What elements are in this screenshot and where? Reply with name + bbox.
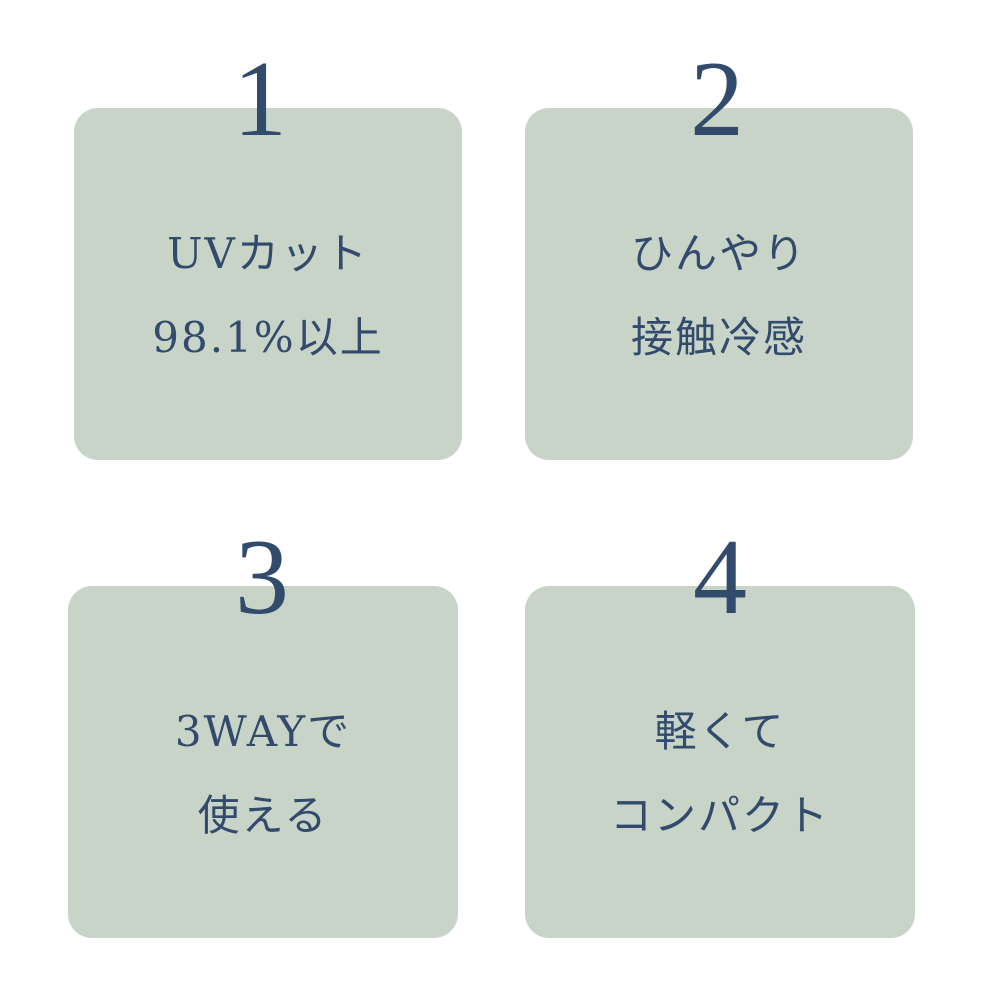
feature-3-number: 3: [235, 518, 289, 637]
feature-2-line-1: ひんやり: [630, 229, 807, 278]
feature-4-number: 4: [693, 518, 747, 637]
feature-card-2: ひんやり 接触冷感: [525, 108, 913, 460]
feature-3-line-1: 3WAYで: [174, 707, 352, 756]
feature-card-1: UVカット 98.1%以上: [74, 108, 462, 460]
feature-card-3: 3WAYで 使える: [68, 586, 458, 938]
feature-2-line-2: 接触冷感: [630, 313, 807, 362]
feature-1-line-1: UVカット: [167, 229, 369, 278]
feature-card-4: 軽くて コンパクト: [525, 586, 915, 938]
feature-2-number: 2: [690, 40, 744, 159]
feature-1-number: 1: [233, 40, 287, 159]
feature-4-line-1: 軽くて: [654, 707, 786, 756]
feature-3-line-2: 使える: [197, 791, 329, 840]
feature-1-line-2: 98.1%以上: [152, 313, 384, 362]
feature-4-line-2: コンパクト: [609, 791, 830, 840]
